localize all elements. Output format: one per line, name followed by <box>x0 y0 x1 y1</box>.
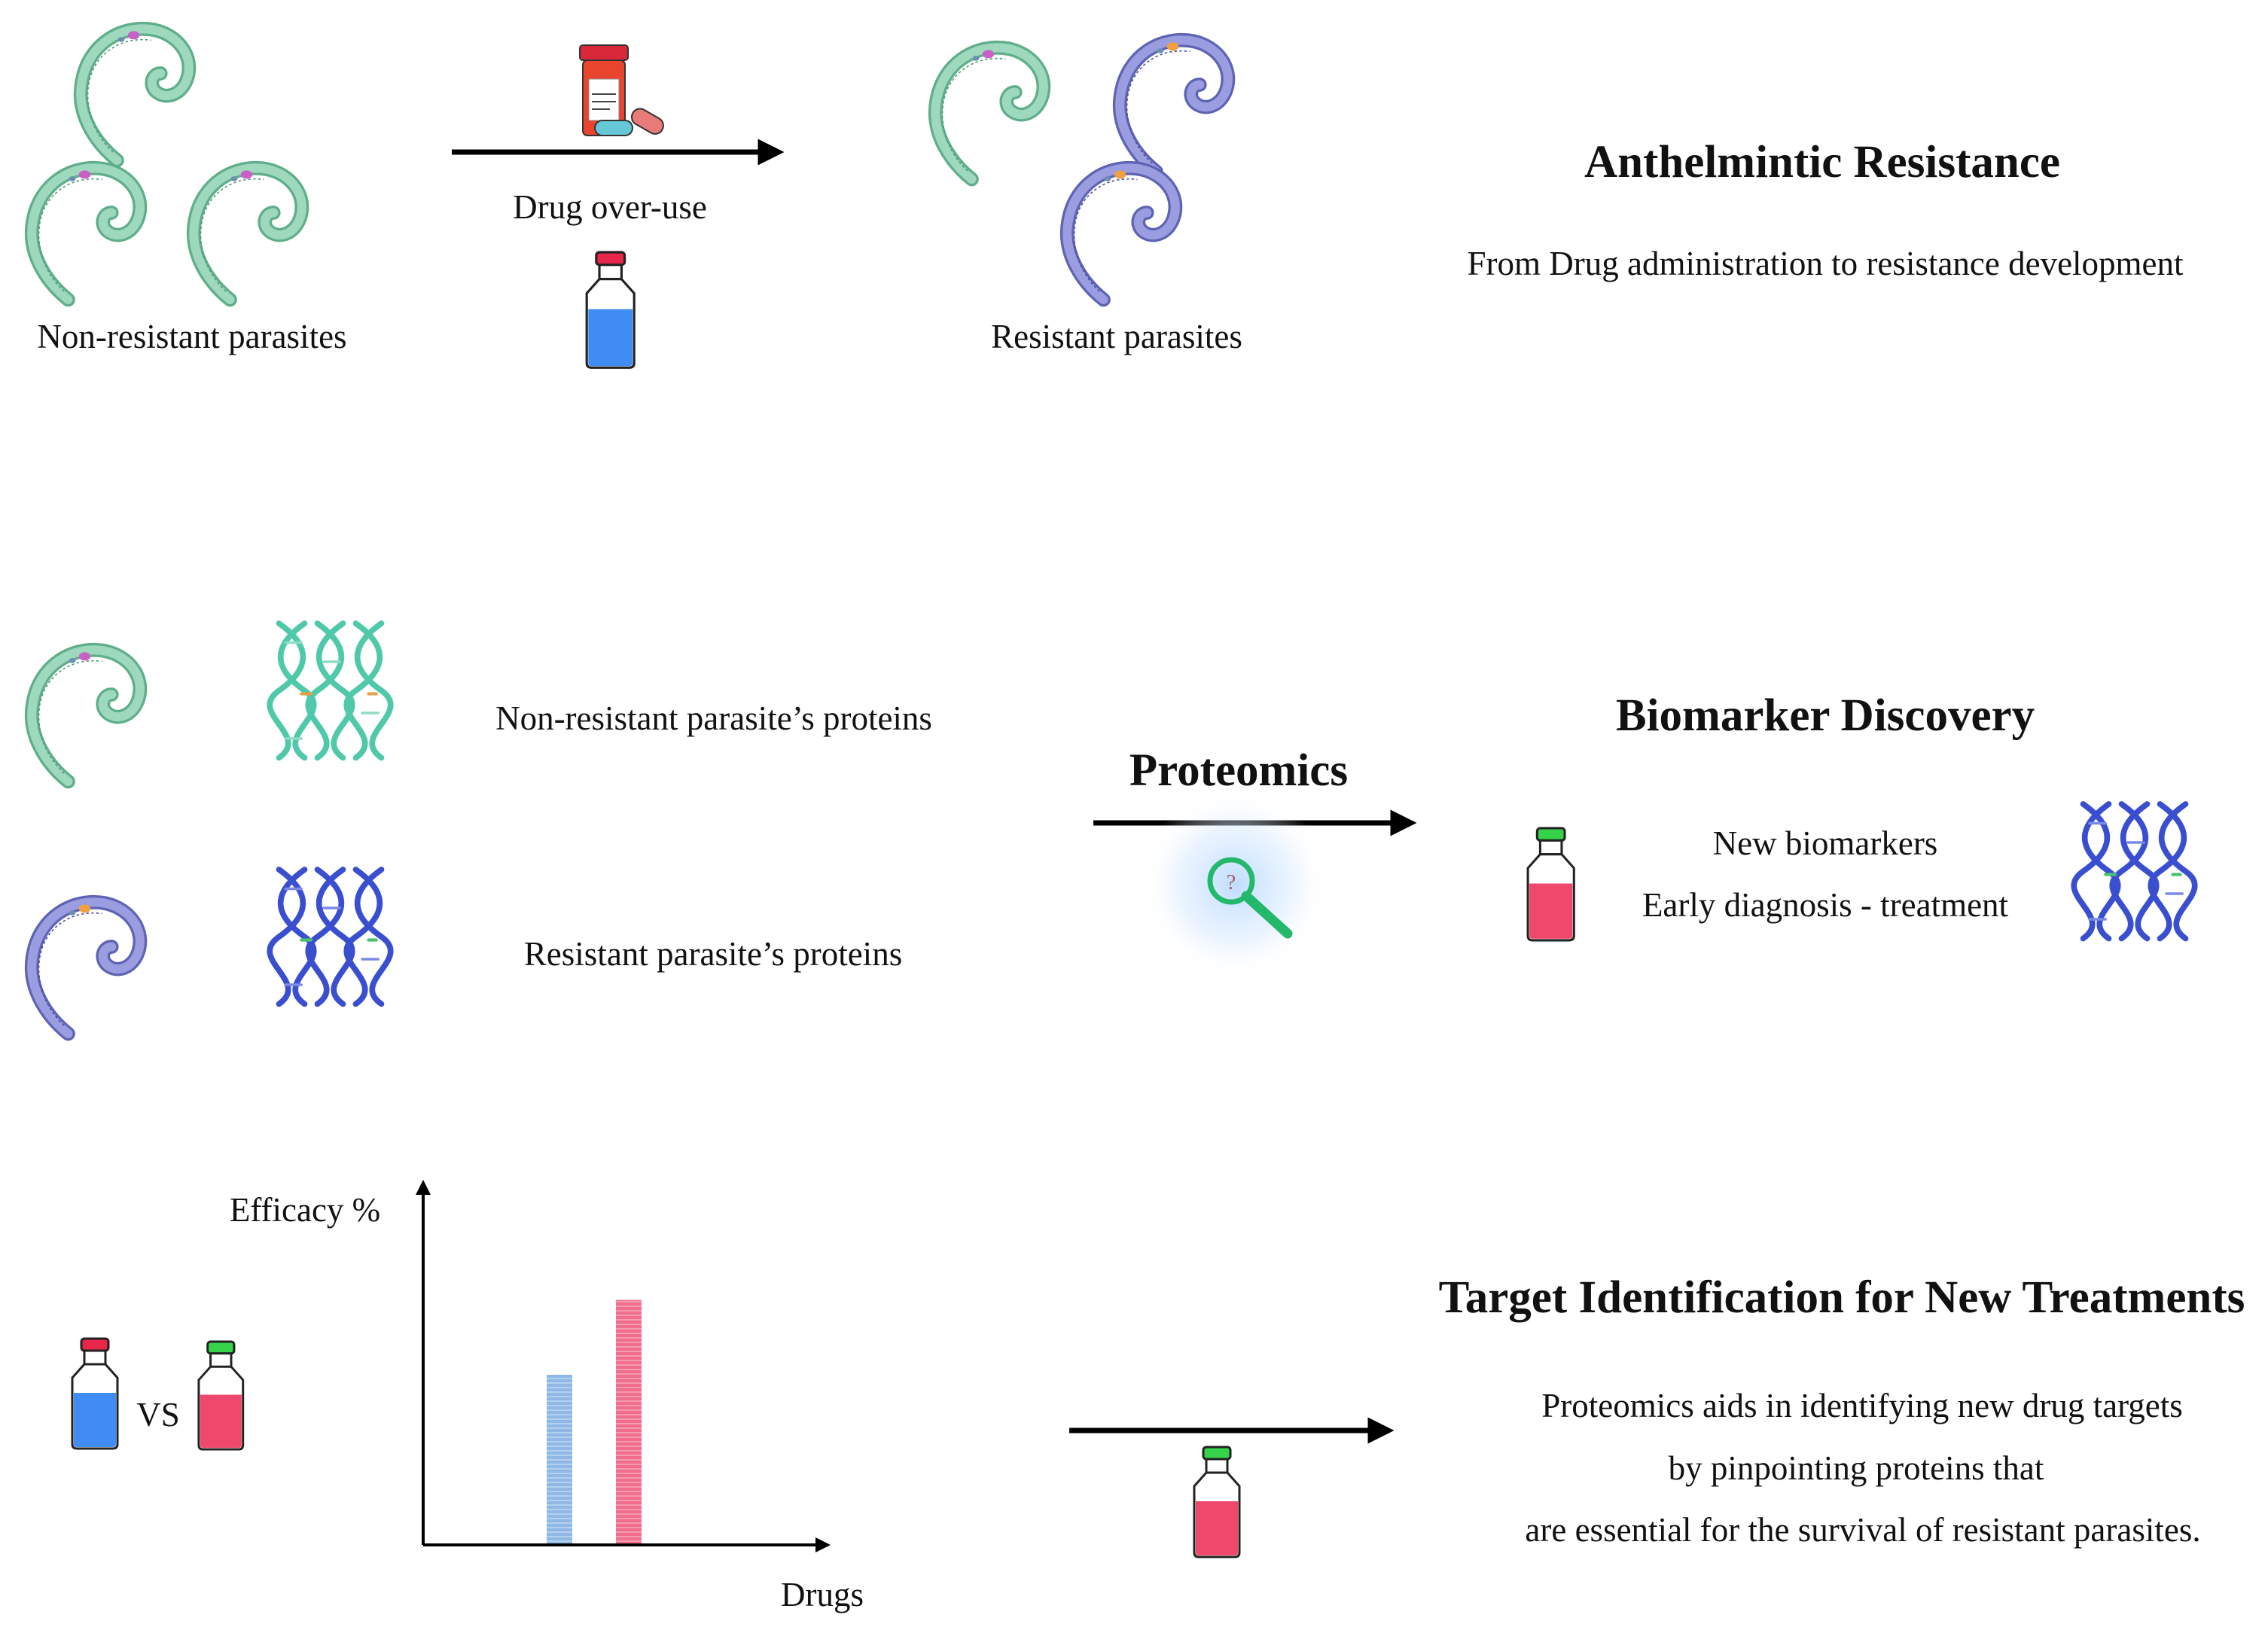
nonresistant-worm-icon <box>32 650 140 781</box>
target-text-line1: Proteomics aids in identifying new drug … <box>1541 1387 2183 1424</box>
resistant-worm-icon <box>1120 40 1228 172</box>
nonresistant-proteins-label: Non-resistant parasite’s proteins <box>495 699 932 737</box>
vs-label: VS <box>136 1396 180 1433</box>
nonresistant-parasites-caption: Non-resistant parasites <box>37 318 347 355</box>
resistant-proteins-label: Resistant parasite’s proteins <box>523 935 903 973</box>
anthelmintic-subtitle: From Drug administration to resistance d… <box>1467 245 2184 282</box>
biomarker-discovery-title: Biomarker Discovery <box>1615 690 2035 741</box>
blue-drug-vial-icon <box>71 1337 119 1450</box>
target-identification-title: Target Identification for New Treatments <box>1438 1272 2245 1323</box>
chart-bar-1 <box>547 1375 572 1545</box>
resistant-worm-icon <box>32 902 140 1034</box>
pink-drug-vial-icon <box>197 1340 245 1451</box>
anthelmintic-resistance-title: Anthelmintic Resistance <box>1584 137 2060 187</box>
proteomics-label: Proteomics <box>1129 745 1349 796</box>
blue-protein-icon <box>2074 804 2195 939</box>
resistant-worm-icon <box>1067 168 1175 300</box>
new-biomarkers-text: New biomarkers <box>1712 824 1938 862</box>
pink-drug-vial-icon <box>1526 827 1575 942</box>
pill-bottle-icon <box>579 44 664 136</box>
chart-bar-2 <box>616 1299 642 1545</box>
nonresistant-worm-icon <box>32 168 140 300</box>
nonresistant-worm-icon <box>935 47 1044 179</box>
nonresistant-worm-icon <box>81 29 189 160</box>
nonresistant-worm-icon <box>194 168 302 300</box>
magnifier-icon: ? <box>1207 857 1293 939</box>
resistant-parasites-caption: Resistant parasites <box>991 318 1242 355</box>
blue-protein-icon <box>270 870 391 1004</box>
y-axis-label: Efficacy % <box>229 1191 381 1229</box>
target-text-line3: are essential for the survival of resist… <box>1525 1511 2201 1549</box>
target-text-line2: by pinpointing proteins that <box>1668 1449 2044 1487</box>
pink-drug-vial-icon <box>1193 1446 1241 1558</box>
x-axis-label: Drugs <box>781 1576 864 1613</box>
efficacy-chart <box>416 1180 831 1552</box>
drug-overuse-label: Drug over-use <box>513 188 707 226</box>
early-diagnosis-text: Early diagnosis - treatment <box>1642 886 2009 924</box>
svg-text:?: ? <box>1227 871 1236 894</box>
blue-drug-vial-icon <box>585 251 636 369</box>
teal-protein-icon <box>270 623 391 758</box>
